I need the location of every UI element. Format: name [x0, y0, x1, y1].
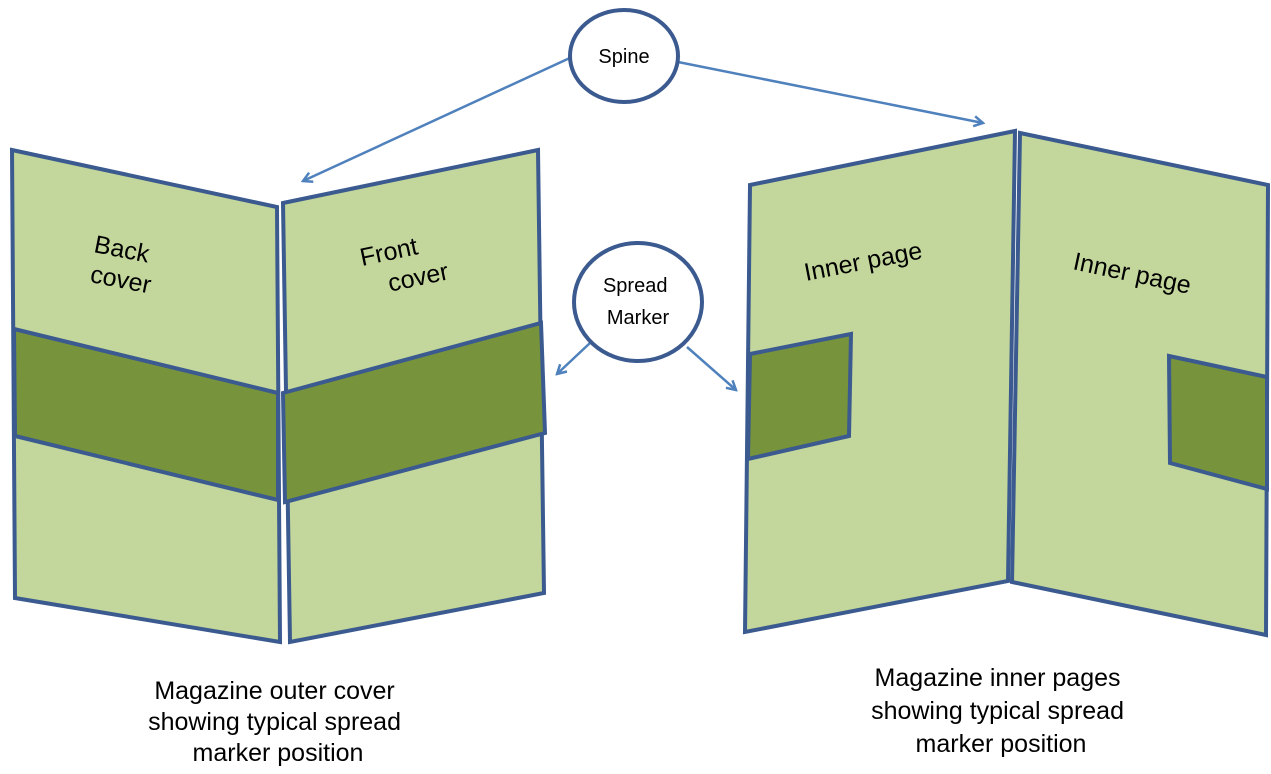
inner-pages-caption-line-1: Magazine inner pages	[875, 664, 1121, 692]
spread-marker-arrow-to-cover	[557, 342, 591, 374]
spine-bubble	[568, 8, 680, 104]
spread-marker-label-line-2: Marker	[607, 307, 670, 329]
spread-marker-bubble	[572, 241, 704, 363]
outer-cover-caption-line-1: Magazine outer cover	[154, 677, 394, 705]
spine-arrow-to-inner	[677, 60, 983, 123]
outer-cover-group: Back cover Front cover Magazine outer co…	[9, 147, 548, 767]
inner-pages-caption-line-3: marker position	[916, 730, 1087, 758]
spine-label: Spine	[598, 46, 649, 68]
inner-left-page-panel	[742, 128, 1018, 635]
spine-callout: Spine	[303, 8, 983, 181]
inner-pages-caption: Magazine inner pages showing typical spr…	[871, 664, 1131, 758]
inner-left-spread-marker	[745, 331, 854, 462]
inner-right-page-panel	[1009, 130, 1271, 638]
spread-marker-label: Spread Marker	[603, 275, 673, 329]
spread-marker-arrow-to-inner	[686, 346, 736, 390]
spread-marker-callout: Spread Marker	[557, 241, 736, 390]
spread-marker-label-line-1: Spread	[603, 275, 668, 297]
inner-pages-caption-line-2: showing typical spread	[871, 697, 1124, 725]
outer-cover-caption: Magazine outer cover showing typical spr…	[148, 677, 408, 767]
outer-cover-caption-line-2: showing typical spread	[148, 708, 401, 736]
spine-arrow-to-cover	[303, 55, 573, 181]
back-cover-spread-marker	[11, 326, 280, 503]
front-cover-spread-marker	[280, 320, 548, 505]
outer-cover-caption-line-3: marker position	[193, 739, 364, 767]
inner-right-spread-marker	[1166, 353, 1269, 492]
inner-pages-group: Inner page Inner page Magazine inner pag…	[742, 128, 1271, 758]
